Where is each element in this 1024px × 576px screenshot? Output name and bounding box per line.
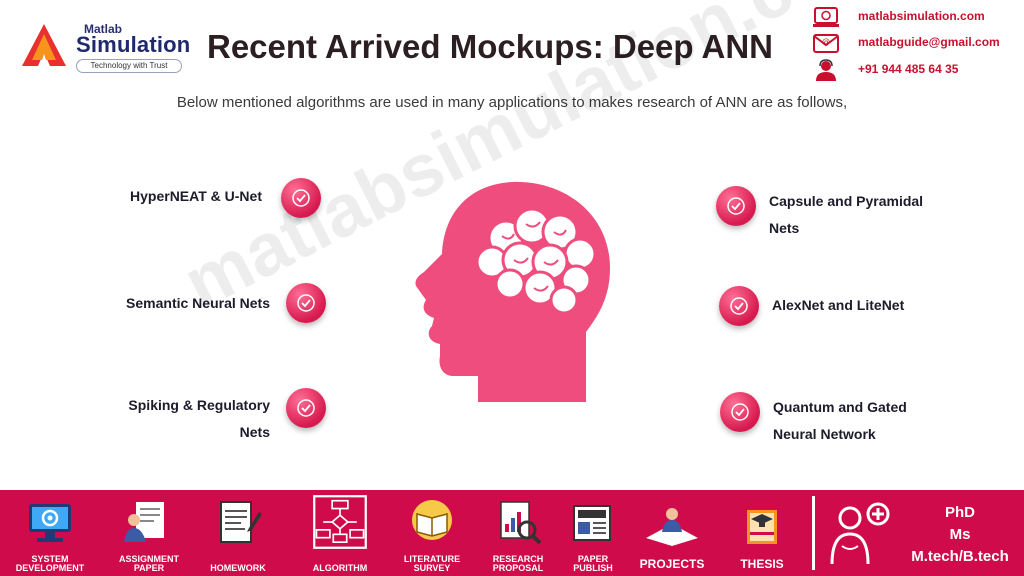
page-subtitle: Below mentioned algorithms are used in m… bbox=[176, 94, 848, 111]
footer-item-research-proposal[interactable]: ResearchProposal bbox=[478, 490, 558, 576]
website-icon bbox=[813, 7, 839, 27]
algorithm-left-2: Semantic Neural Nets bbox=[126, 295, 270, 311]
algorithm-left-1: HyperNEAT & U-Net bbox=[130, 188, 262, 204]
logo-small-text: Matlab bbox=[84, 22, 123, 36]
phone-support-icon bbox=[816, 59, 836, 81]
footer-label: Projects bbox=[639, 557, 705, 571]
email-icon: @ bbox=[813, 34, 839, 53]
footer-item-projects[interactable]: Projects bbox=[624, 490, 720, 576]
page-title: Recent Arrived Mockups: Deep ANN bbox=[207, 28, 774, 65]
projects-icon bbox=[646, 508, 698, 546]
check-icon bbox=[281, 178, 321, 218]
contact-phone-text: +91 944 485 64 35 bbox=[858, 62, 959, 76]
algorithm-right-1: Capsule and Pyramidal Nets bbox=[769, 193, 924, 236]
algorithm-left-3: Spiking & Regulatory Nets bbox=[128, 397, 270, 440]
algorithm-right-2: AlexNet and LiteNet bbox=[772, 297, 905, 313]
check-icon bbox=[286, 283, 326, 323]
contact-email-text: matlabguide@gmail.com bbox=[858, 35, 1000, 49]
algorithm-right-3: Quantum and Gated Neural Network bbox=[773, 399, 907, 442]
footer-item-algorithm[interactable]: Algorithm bbox=[300, 490, 380, 576]
company-logo[interactable]: Matlab Simulation Technology with Trust bbox=[20, 18, 190, 76]
services-footer: SystemDevelopment AssignmentPaper Homewo… bbox=[0, 490, 1024, 576]
research-proposal-icon bbox=[500, 501, 542, 545]
contact-phone[interactable]: +91 944 485 64 35 bbox=[808, 58, 1022, 82]
footer-label: LiteratureSurvey bbox=[403, 554, 461, 573]
svg-text:@: @ bbox=[822, 37, 830, 46]
footer-label: ResearchProposal bbox=[492, 554, 544, 573]
algorithm-icon bbox=[313, 495, 367, 549]
logo-mark-icon bbox=[22, 24, 66, 66]
check-icon bbox=[716, 186, 756, 226]
thesis-icon bbox=[747, 510, 777, 544]
footer-divider bbox=[812, 496, 815, 570]
check-icon bbox=[719, 286, 759, 326]
footer-item-system-development[interactable]: SystemDevelopment bbox=[12, 490, 88, 576]
paper-publish-icon bbox=[573, 505, 611, 541]
contact-website-text: matlabsimulation.com bbox=[858, 9, 985, 23]
check-icon bbox=[286, 388, 326, 428]
degree-list: PhD Ms M.tech/B.tech bbox=[896, 502, 1024, 568]
contact-email[interactable]: @ matlabguide@gmail.com bbox=[808, 31, 1022, 55]
contact-block: matlabsimulation.com @ matlabguide@gmail… bbox=[808, 2, 1022, 82]
degree-mtech-btech: M.tech/B.tech bbox=[911, 548, 1009, 565]
footer-label: SystemDevelopment bbox=[15, 554, 85, 573]
footer-label: Homework bbox=[210, 563, 266, 573]
degree-phd: PhD bbox=[945, 504, 975, 521]
footer-item-literature-survey[interactable]: LiteratureSurvey bbox=[392, 490, 472, 576]
graduate-doctor-icon bbox=[830, 502, 890, 565]
footer-item-homework[interactable]: Homework bbox=[200, 490, 276, 576]
literature-survey-icon bbox=[412, 500, 452, 540]
head-brain-icon bbox=[415, 181, 610, 402]
footer-label: AssignmentPaper bbox=[118, 554, 179, 573]
logo-brand-text: Simulation bbox=[76, 32, 191, 57]
degree-ms: Ms bbox=[949, 526, 971, 543]
footer-label: Thesis bbox=[740, 557, 784, 571]
footer-label: Algorithm bbox=[312, 563, 368, 573]
footer-label: PaperPublish bbox=[573, 554, 613, 573]
contact-website[interactable]: matlabsimulation.com bbox=[808, 5, 1022, 29]
system-development-icon bbox=[29, 504, 71, 542]
footer-item-paper-publish[interactable]: PaperPublish bbox=[556, 490, 630, 576]
logo-tagline: Technology with Trust bbox=[76, 59, 182, 73]
footer-item-assignment-paper[interactable]: AssignmentPaper bbox=[110, 490, 188, 576]
footer-item-thesis[interactable]: Thesis bbox=[724, 490, 800, 576]
homework-icon bbox=[220, 501, 262, 543]
check-icon bbox=[720, 392, 760, 432]
assignment-paper-icon bbox=[124, 502, 164, 542]
